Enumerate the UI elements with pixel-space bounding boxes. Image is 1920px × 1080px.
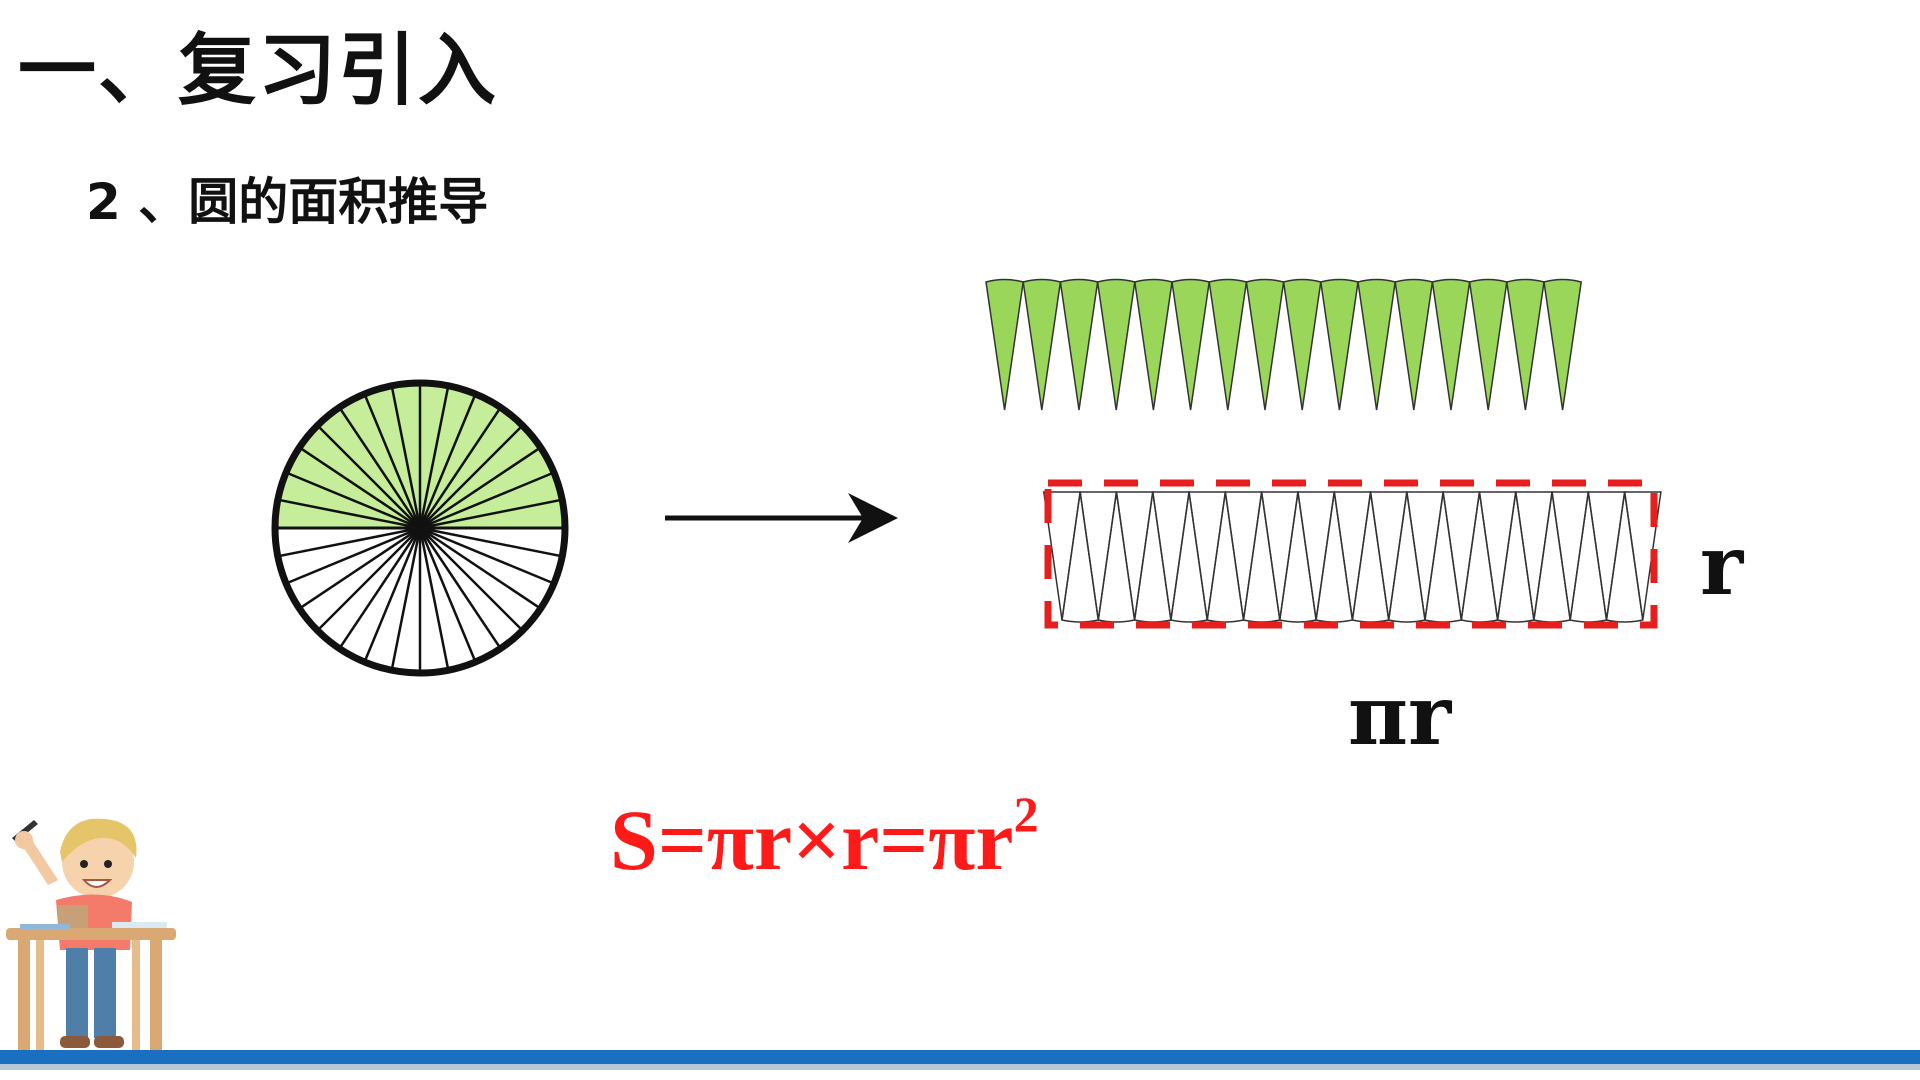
white-sector-down <box>1115 491 1154 621</box>
circle-sector-line <box>419 526 563 558</box>
white-sector-down <box>1333 491 1372 621</box>
white-sector-up <box>1315 491 1354 623</box>
unrolled-top-sectors <box>985 278 1583 411</box>
white-sector-up <box>1206 491 1245 623</box>
circle-sector-line <box>316 527 421 632</box>
circle-sector-line <box>418 406 502 529</box>
circle-sector-line <box>419 498 563 530</box>
circle-sector-line <box>298 446 421 530</box>
green-sector <box>1059 278 1099 411</box>
circle-sector-line <box>419 424 524 529</box>
circle-sector-line <box>419 526 542 610</box>
white-sector-up <box>1061 491 1100 623</box>
white-sector-down <box>1442 491 1481 621</box>
green-sector <box>1319 278 1359 411</box>
white-sector-down <box>1260 491 1299 621</box>
green-sector <box>1171 278 1211 411</box>
white-sector-down <box>1514 491 1553 621</box>
section-subtitle: 2 、圆的面积推导 <box>86 173 489 231</box>
footer-bar-shadow <box>0 1064 1920 1070</box>
white-sector-down <box>1224 491 1263 621</box>
white-sector-up <box>1496 491 1535 623</box>
page-title: 一、复习引入 <box>18 26 499 116</box>
green-sector <box>1208 278 1248 411</box>
white-sector-up <box>1569 491 1608 623</box>
white-sector-up <box>1387 491 1426 623</box>
green-sector <box>1543 278 1583 411</box>
green-sector <box>1096 278 1136 411</box>
approx-rectangle-outline <box>1044 479 1658 629</box>
circle-sector-line <box>418 393 477 529</box>
area-formula-exponent: 2 <box>1013 786 1039 842</box>
white-sector-down <box>1079 491 1118 621</box>
green-sector <box>1394 278 1434 411</box>
circle-sector-line <box>277 498 421 530</box>
white-sector-up <box>1097 491 1136 623</box>
green-sector <box>1245 278 1285 411</box>
circle-sector-line <box>418 385 450 529</box>
student-illustration <box>6 818 176 1052</box>
circle-sector-line <box>363 393 422 529</box>
green-sector <box>1357 278 1397 411</box>
circle-sector-line <box>418 527 477 663</box>
circle-sector-line <box>285 471 421 530</box>
white-sector-down <box>1297 491 1336 621</box>
white-sector-up <box>1460 491 1499 623</box>
circle-sector-line <box>419 527 524 632</box>
white-sector-up <box>1424 491 1463 623</box>
circle-sector-line <box>390 527 422 671</box>
circle-sector-line <box>338 527 422 650</box>
circle-outline <box>271 379 569 677</box>
white-sector-down <box>1188 491 1227 621</box>
white-sector-down <box>1369 491 1408 621</box>
desk-top <box>6 928 176 940</box>
green-sector <box>1505 278 1545 411</box>
green-sector <box>1133 278 1173 411</box>
circle-sector-line <box>298 526 421 610</box>
circle-sector-line <box>277 526 421 558</box>
circle-sector-line <box>418 527 450 671</box>
white-sector-up <box>1605 491 1644 623</box>
student-raised-arm <box>22 840 58 885</box>
circle-sector-line <box>363 527 422 663</box>
white-sector-down <box>1151 491 1190 621</box>
white-sector-down <box>1478 491 1517 621</box>
white-sector-down <box>1405 491 1444 621</box>
rearranged-sectors <box>1042 491 1662 623</box>
circle-sector-line <box>419 446 542 530</box>
white-sector-down <box>1551 491 1590 621</box>
green-sector <box>985 278 1025 411</box>
rectangle-height-label: r <box>1700 518 1744 614</box>
divided-circle <box>271 379 569 677</box>
white-sector-down <box>1042 491 1081 621</box>
rectangle-width-label: πr <box>1348 668 1452 764</box>
circle-sector-line <box>338 406 422 529</box>
circle-sector-line <box>285 526 421 585</box>
green-sector <box>1431 278 1471 411</box>
green-sector <box>1468 278 1508 411</box>
circle-sector-line <box>419 471 555 530</box>
area-formula-main: S=πr×r=πr <box>610 792 1014 888</box>
footer-bar <box>0 1050 1920 1064</box>
circle-sector-line <box>419 526 555 585</box>
white-sector-up <box>1133 491 1172 623</box>
green-sector <box>1282 278 1322 411</box>
student-legs <box>66 948 88 1038</box>
white-sector-up <box>1351 491 1390 623</box>
circle-sector-line <box>316 424 421 529</box>
circle-sector-line <box>390 385 422 529</box>
white-sector-up <box>1278 491 1317 623</box>
white-sector-down <box>1587 491 1626 621</box>
white-sector-up <box>1242 491 1281 623</box>
area-formula: S=πr×r=πr2 <box>610 789 1039 890</box>
green-sector <box>1022 278 1062 411</box>
white-sector-up <box>1170 491 1209 623</box>
white-sector-up <box>1533 491 1572 623</box>
circle-sector-line <box>418 527 502 650</box>
